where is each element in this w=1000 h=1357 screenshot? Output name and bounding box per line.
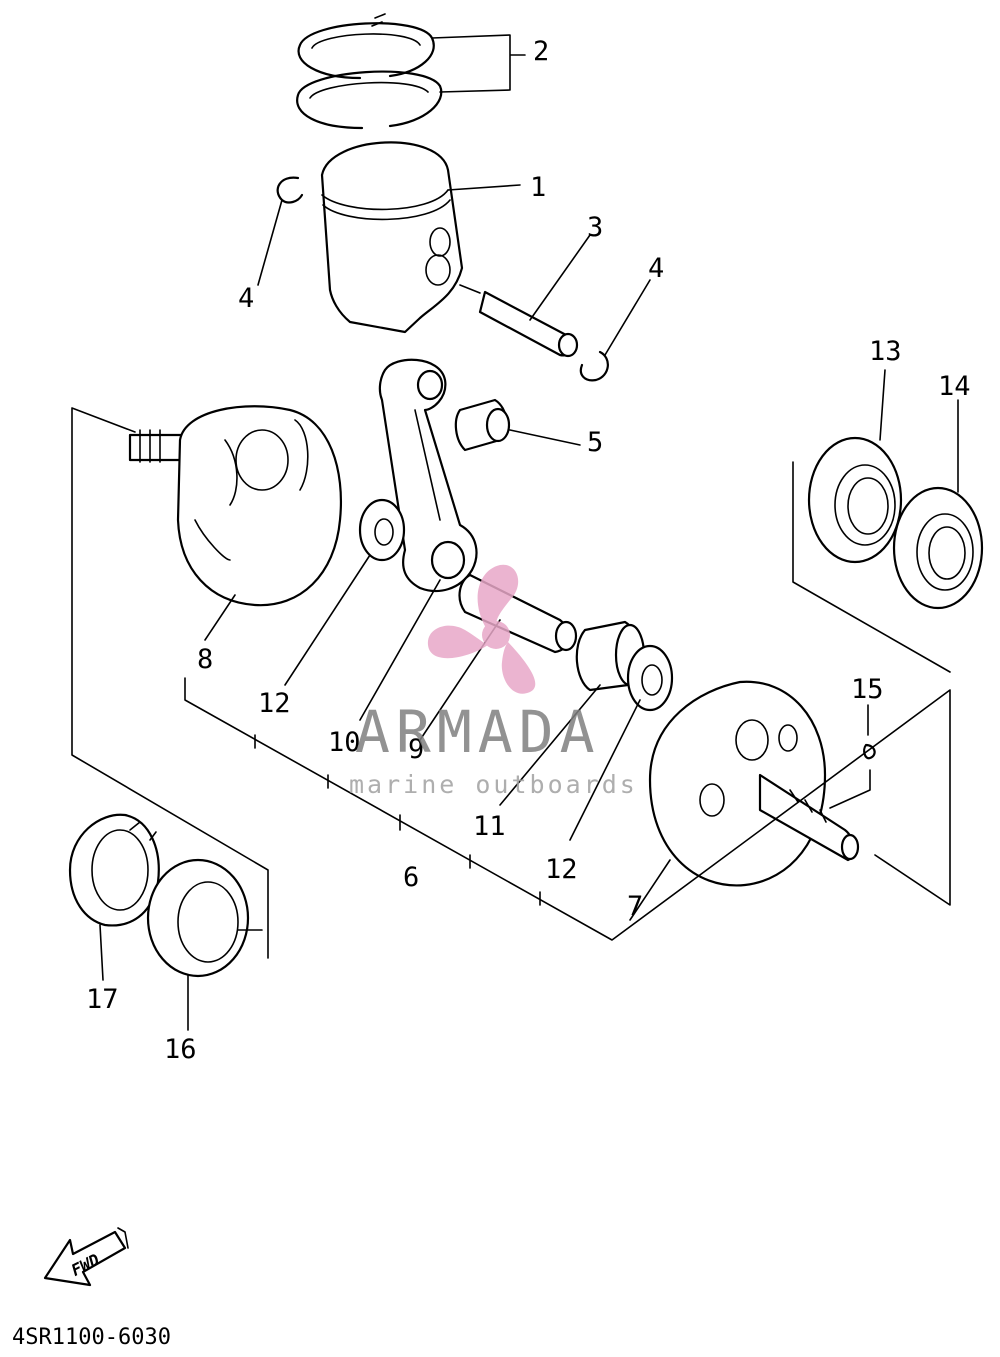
callout-13: 13 bbox=[869, 336, 902, 367]
circlips bbox=[257, 176, 651, 382]
callout-9: 9 bbox=[408, 734, 424, 765]
woodruff-key bbox=[829, 704, 876, 809]
callout-11: 11 bbox=[473, 811, 506, 842]
crank-half-right bbox=[629, 680, 860, 921]
callout-15: 15 bbox=[851, 674, 884, 705]
callout-14: 14 bbox=[938, 371, 971, 402]
crank-half-left bbox=[128, 405, 342, 641]
callout-3: 3 bbox=[587, 212, 603, 243]
assembly-leader-lines bbox=[71, 407, 951, 959]
callout-16: 16 bbox=[164, 1034, 197, 1065]
thrust-washer-right bbox=[569, 644, 674, 841]
callout-7: 7 bbox=[627, 891, 643, 922]
small-end-bearing bbox=[454, 398, 581, 452]
piston bbox=[320, 141, 521, 334]
watermark: ARMADA marine outboards bbox=[349, 564, 638, 799]
diagram-part-code: 4SR1100-6030 bbox=[12, 1325, 171, 1350]
callout-4-right: 4 bbox=[648, 253, 664, 284]
oil-seal bbox=[68, 813, 160, 981]
callout-17: 17 bbox=[86, 984, 119, 1015]
callout-6: 6 bbox=[403, 862, 419, 893]
callout-4-left: 4 bbox=[238, 283, 254, 314]
bearing-14 bbox=[892, 399, 984, 610]
watermark-title: ARMADA bbox=[355, 698, 601, 766]
bearing-16 bbox=[146, 858, 263, 1031]
bearing-13 bbox=[807, 369, 903, 564]
callout-12-left: 12 bbox=[258, 688, 291, 719]
callout-10: 10 bbox=[328, 727, 361, 758]
propeller-icon bbox=[427, 564, 536, 694]
callout-2: 2 bbox=[533, 36, 549, 67]
callout-labels: 1 2 3 4 4 5 6 7 8 9 10 11 12 12 13 14 15… bbox=[86, 36, 971, 1065]
callout-8: 8 bbox=[197, 644, 213, 675]
callout-5: 5 bbox=[587, 427, 603, 458]
fwd-arrow: FWD bbox=[43, 1227, 129, 1287]
callout-12-right: 12 bbox=[545, 854, 578, 885]
piston-rings bbox=[296, 13, 526, 130]
callout-1: 1 bbox=[530, 172, 546, 203]
thrust-washer-left bbox=[284, 498, 406, 686]
watermark-subtitle: marine outboards bbox=[349, 770, 638, 799]
piston-pin bbox=[459, 234, 591, 358]
